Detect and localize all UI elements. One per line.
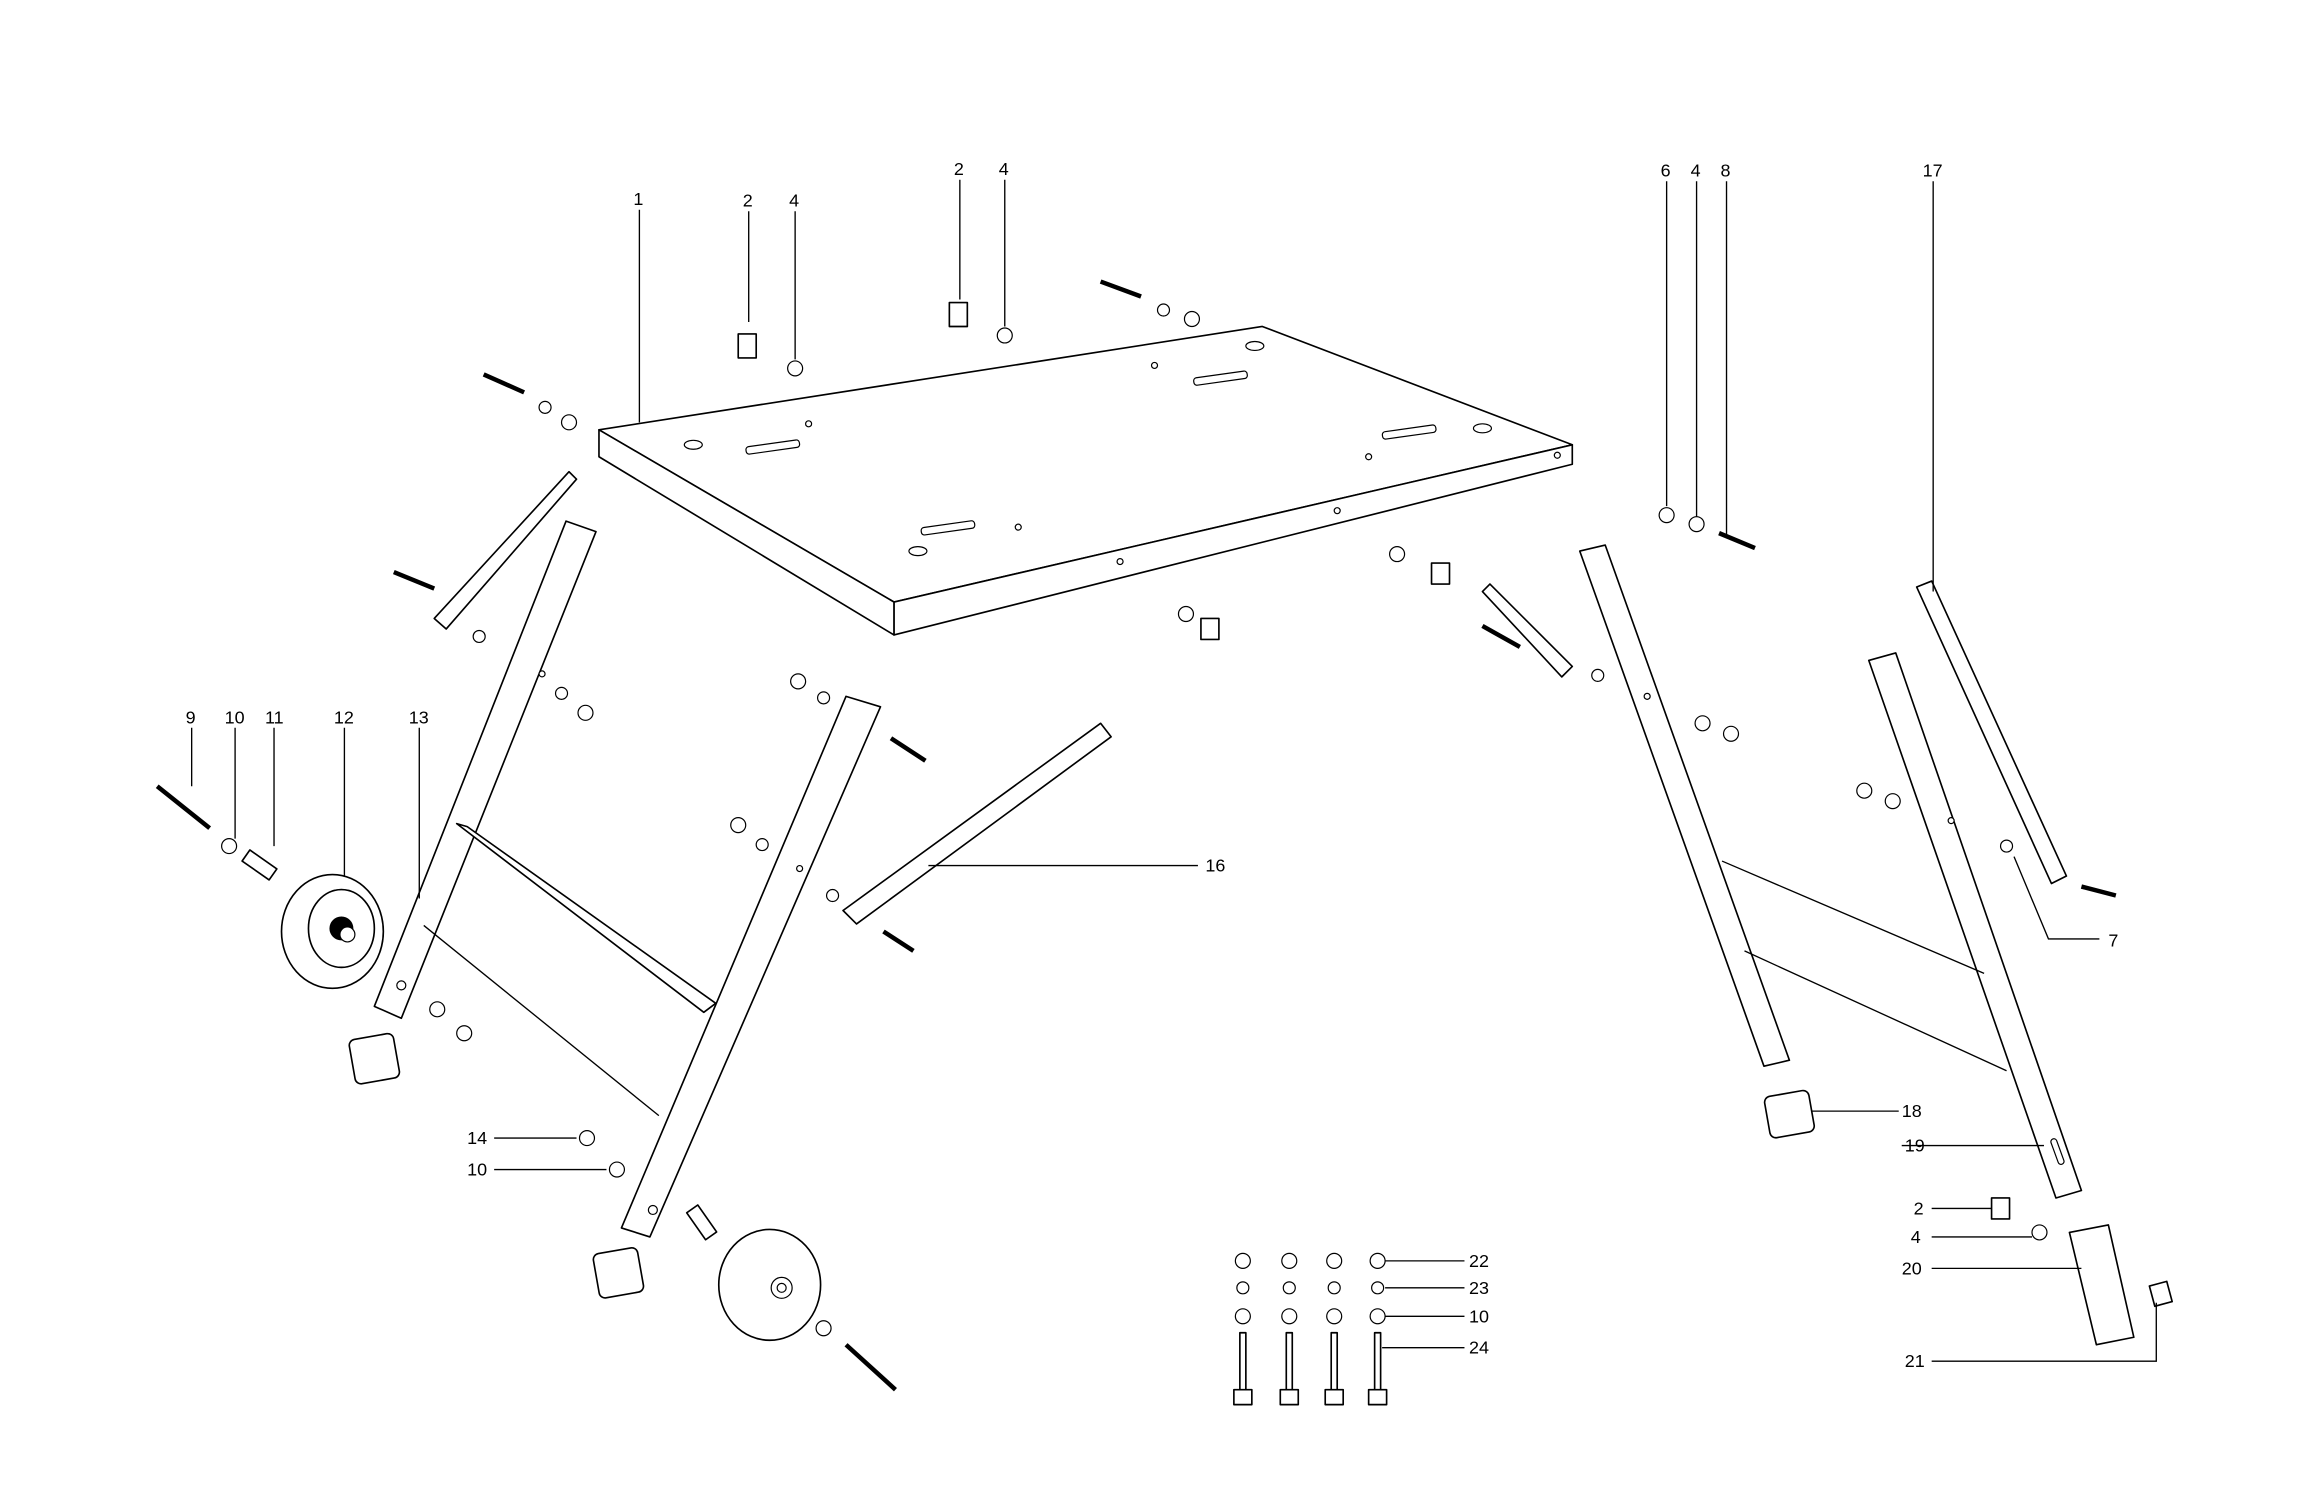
callout-20: 20	[1902, 1258, 1922, 1278]
callout-11: 11	[265, 707, 284, 727]
wheel-second	[717, 1228, 822, 1342]
callout-16: 16	[1205, 856, 1225, 876]
callout-4: 4	[1691, 161, 1701, 181]
callout-4: 4	[789, 191, 799, 211]
rubber-feet-part-18	[348, 1032, 1816, 1299]
foot-extension-part-20	[2068, 1224, 2173, 1346]
callout-24: 24	[1469, 1338, 1489, 1358]
axle-bolts-and-spacers	[155, 784, 897, 1392]
callout-10: 10	[1469, 1306, 1489, 1326]
callout-1: 1	[633, 189, 643, 209]
callout-9: 9	[186, 707, 196, 727]
callout-13: 13	[409, 707, 429, 727]
leader-lines	[190, 179, 2157, 1362]
callout-7: 7	[2108, 930, 2118, 950]
table-top-part-1	[598, 325, 1574, 636]
left-leg-frame-part-13	[373, 520, 882, 1238]
callout-4: 4	[999, 159, 1009, 179]
callout-2: 2	[1914, 1198, 1924, 1218]
callout-23: 23	[1469, 1278, 1489, 1298]
right-leg-frame-part-19	[1578, 544, 2083, 1199]
wheel-part-12	[280, 873, 385, 990]
callout-19: 19	[1905, 1136, 1925, 1156]
callout-10: 10	[225, 707, 245, 727]
callout-2: 2	[743, 191, 753, 211]
right-strut-part-17	[1481, 580, 2068, 885]
callout-6: 6	[1661, 161, 1671, 181]
callout-labels: 1 2 4 2 4 6 4 8 17 9 10 11 12 13 16 7 18…	[186, 159, 2119, 1371]
callout-18: 18	[1902, 1101, 1922, 1121]
left-struts	[433, 470, 1112, 925]
callout-17: 17	[1923, 161, 1943, 181]
callout-10: 10	[467, 1160, 487, 1180]
callout-4: 4	[1911, 1227, 1921, 1247]
callout-8: 8	[1721, 161, 1731, 181]
callout-14: 14	[467, 1128, 487, 1148]
bolt-set-parts-22-24	[1233, 1252, 1388, 1406]
callout-22: 22	[1469, 1251, 1489, 1271]
callout-2: 2	[954, 159, 964, 179]
callout-21: 21	[1905, 1351, 1925, 1371]
callout-12: 12	[334, 707, 354, 727]
hardware	[392, 279, 2117, 1241]
